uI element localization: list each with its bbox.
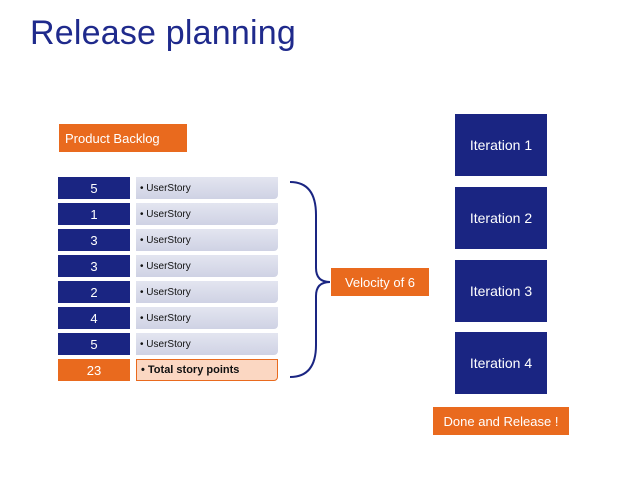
user-story: • UserStory — [136, 333, 278, 355]
backlog-row: 3 • UserStory — [58, 228, 278, 254]
user-story: • UserStory — [136, 177, 278, 199]
user-story: • UserStory — [136, 307, 278, 329]
total-points: 23 — [58, 359, 130, 381]
user-story: • UserStory — [136, 203, 278, 225]
story-points: 4 — [58, 307, 130, 329]
right-brace — [289, 181, 331, 378]
done-release-label: Done and Release ! — [433, 407, 569, 435]
velocity-label: Velocity of 6 — [331, 268, 429, 296]
iteration-4: Iteration 4 — [455, 332, 547, 394]
story-points: 1 — [58, 203, 130, 225]
iteration-1: Iteration 1 — [455, 114, 547, 176]
backlog-row: 4 • UserStory — [58, 306, 278, 332]
story-points: 3 — [58, 229, 130, 251]
total-row: 23 • Total story points — [58, 358, 278, 384]
story-points: 2 — [58, 281, 130, 303]
iteration-2: Iteration 2 — [455, 187, 547, 249]
backlog-row: 1 • UserStory — [58, 202, 278, 228]
story-points: 5 — [58, 333, 130, 355]
iteration-3: Iteration 3 — [455, 260, 547, 322]
story-points: 3 — [58, 255, 130, 277]
slide-title: Release planning — [30, 14, 296, 52]
backlog-list: 5 • UserStory 1 • UserStory 3 • UserStor… — [58, 176, 278, 384]
user-story: • UserStory — [136, 255, 278, 277]
total-label: • Total story points — [136, 359, 278, 381]
backlog-row: 5 • UserStory — [58, 176, 278, 202]
backlog-row: 3 • UserStory — [58, 254, 278, 280]
backlog-row: 5 • UserStory — [58, 332, 278, 358]
backlog-row: 2 • UserStory — [58, 280, 278, 306]
user-story: • UserStory — [136, 229, 278, 251]
user-story: • UserStory — [136, 281, 278, 303]
story-points: 5 — [58, 177, 130, 199]
product-backlog-label: Product Backlog — [59, 124, 187, 152]
